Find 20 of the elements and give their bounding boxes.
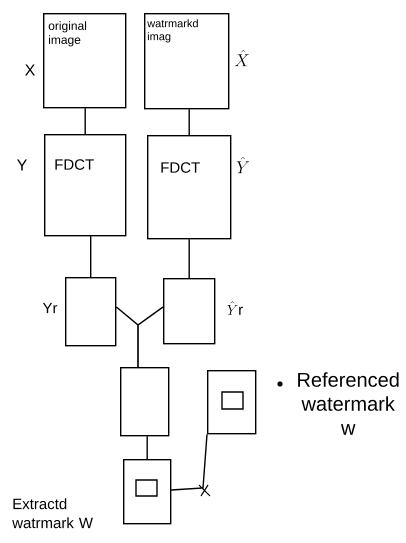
- caption-text: Referenced watermark w: [277, 372, 399, 435]
- connector-line: [188, 109, 190, 135]
- symbol-label: $\hat{X}$: [234, 50, 249, 66]
- symbol-label: $\hat{Y}$: [236, 156, 250, 174]
- symbol-label: X: [25, 64, 35, 76]
- process-box: [120, 367, 170, 436]
- connector-line: [137, 306, 164, 367]
- caption-text: Extractd watrmark W: [12, 498, 93, 528]
- connector-line: [171, 434, 208, 491]
- image-box: original image: [43, 13, 126, 108]
- fdct-box: FDCT: [147, 135, 232, 240]
- connector-line: [90, 236, 92, 277]
- connector-line: [84, 108, 86, 134]
- fdct-box: FDCT: [44, 134, 126, 236]
- connector-line: [146, 436, 148, 459]
- symbol-label: $\hat{Y}\mathrm{r}$: [227, 301, 243, 315]
- connector-line: [188, 239, 190, 278]
- symbol-label: Yr: [42, 302, 58, 314]
- symbol-label: Y: [17, 160, 27, 170]
- image-box: watrmarkd imag: [144, 13, 230, 110]
